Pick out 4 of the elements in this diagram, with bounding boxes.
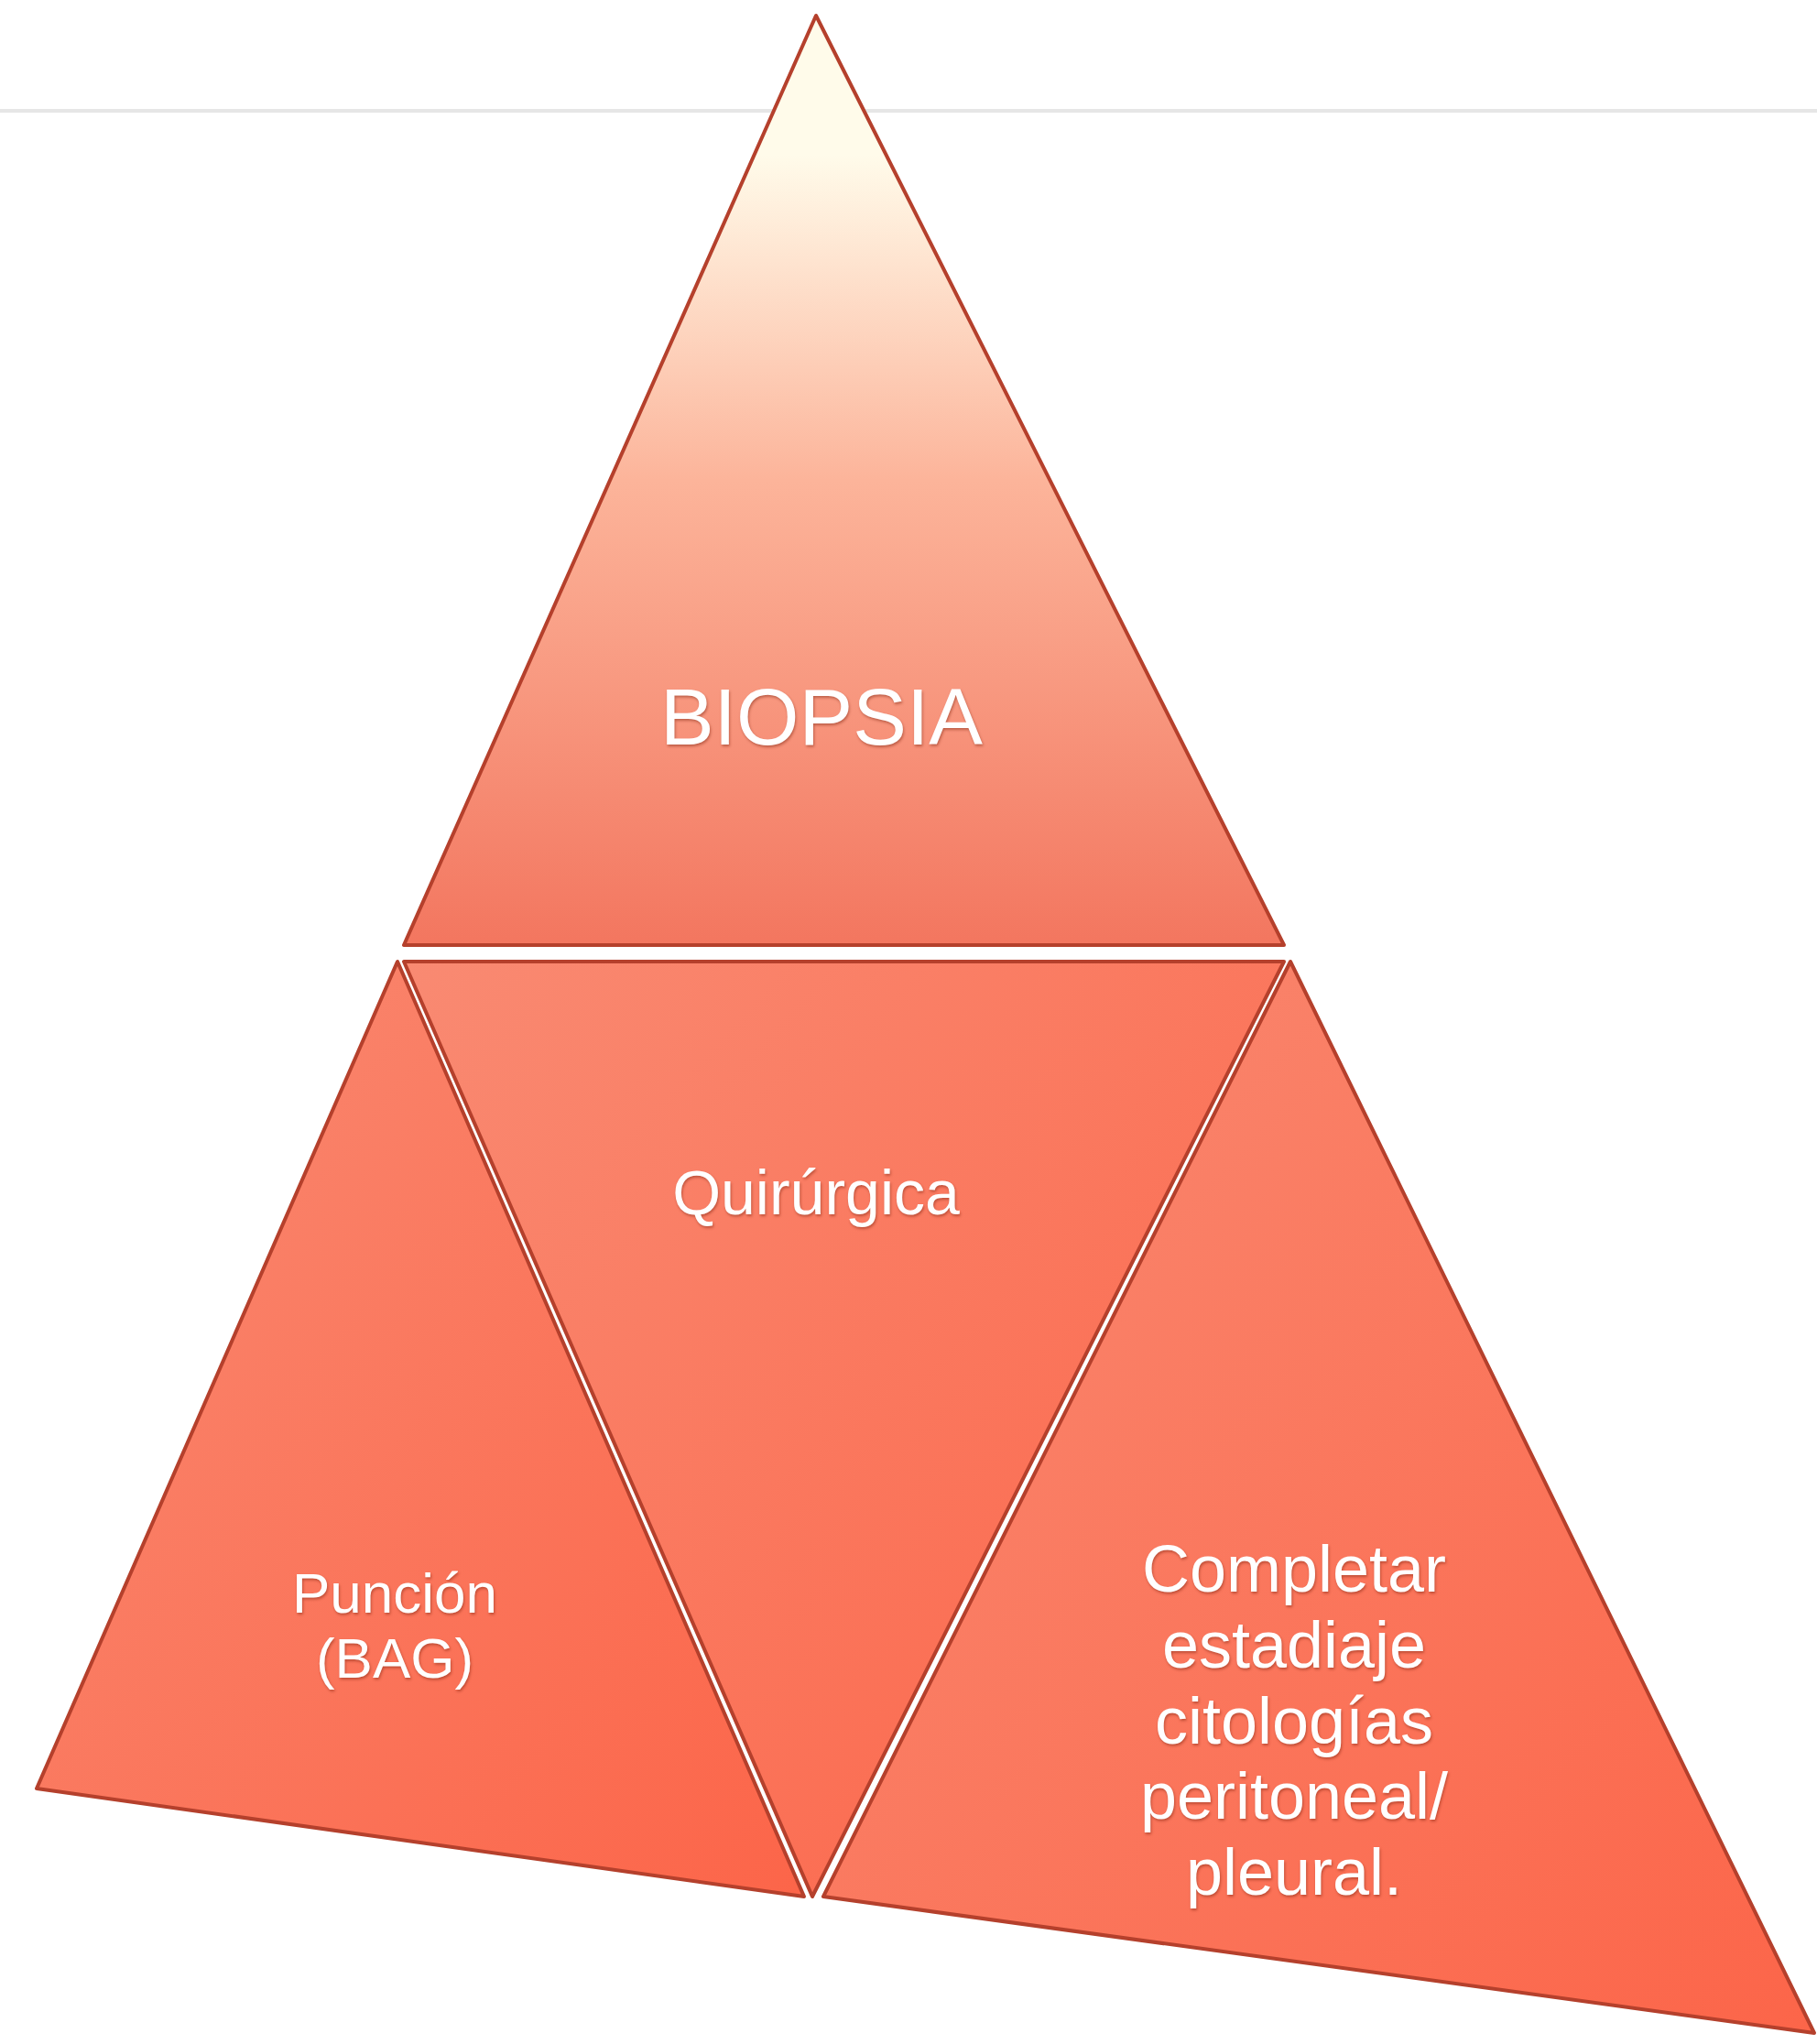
segment-label: BIOPSIA bbox=[658, 670, 985, 764]
segment-label: Completar estadiaje citologías peritoneal/ pleural. bbox=[1138, 1531, 1450, 1910]
segment-label: Quirúrgica bbox=[671, 1156, 961, 1229]
segment-label: Punción (BAG) bbox=[290, 1560, 499, 1691]
